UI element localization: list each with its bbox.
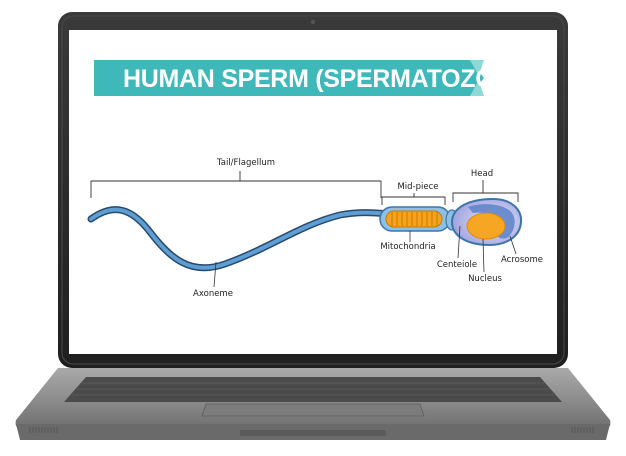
label-acrosome: Acrosome bbox=[501, 255, 543, 265]
webcam bbox=[310, 19, 316, 25]
midpiece-bracket bbox=[381, 193, 446, 205]
keyboard-keys bbox=[72, 382, 554, 396]
speaker-grill-right bbox=[571, 427, 594, 433]
label-axoneme: Axoneme bbox=[193, 289, 233, 299]
label-tail-flagellum: Tail/Flagellum bbox=[216, 158, 275, 168]
speaker-grill-left bbox=[29, 427, 58, 433]
title-banner-tip bbox=[470, 60, 484, 96]
laptop-screen-bezel-highlight bbox=[61, 15, 565, 365]
pointer-lines bbox=[213, 225, 517, 288]
sperm-tail-highlight bbox=[89, 207, 390, 270]
base-notch bbox=[240, 430, 386, 436]
nucleus bbox=[466, 212, 506, 240]
label-head: Head bbox=[471, 169, 493, 179]
label-centeiole: Centeiole bbox=[437, 260, 477, 270]
mitochondria-spiral bbox=[385, 210, 443, 228]
touchpad bbox=[201, 403, 425, 417]
mitochondria-stripes bbox=[391, 212, 438, 226]
title-banner bbox=[94, 60, 484, 96]
keyboard-area bbox=[64, 377, 562, 402]
label-nucleus: Nucleus bbox=[468, 274, 502, 284]
label-mid-piece: Mid-piece bbox=[397, 182, 438, 192]
page-title: HUMAN SPERM (SPERMATOZOA) bbox=[123, 65, 520, 93]
head-bracket bbox=[452, 180, 519, 202]
label-mitochondria: Mitochondria bbox=[380, 242, 435, 252]
tail-bracket bbox=[90, 171, 382, 198]
